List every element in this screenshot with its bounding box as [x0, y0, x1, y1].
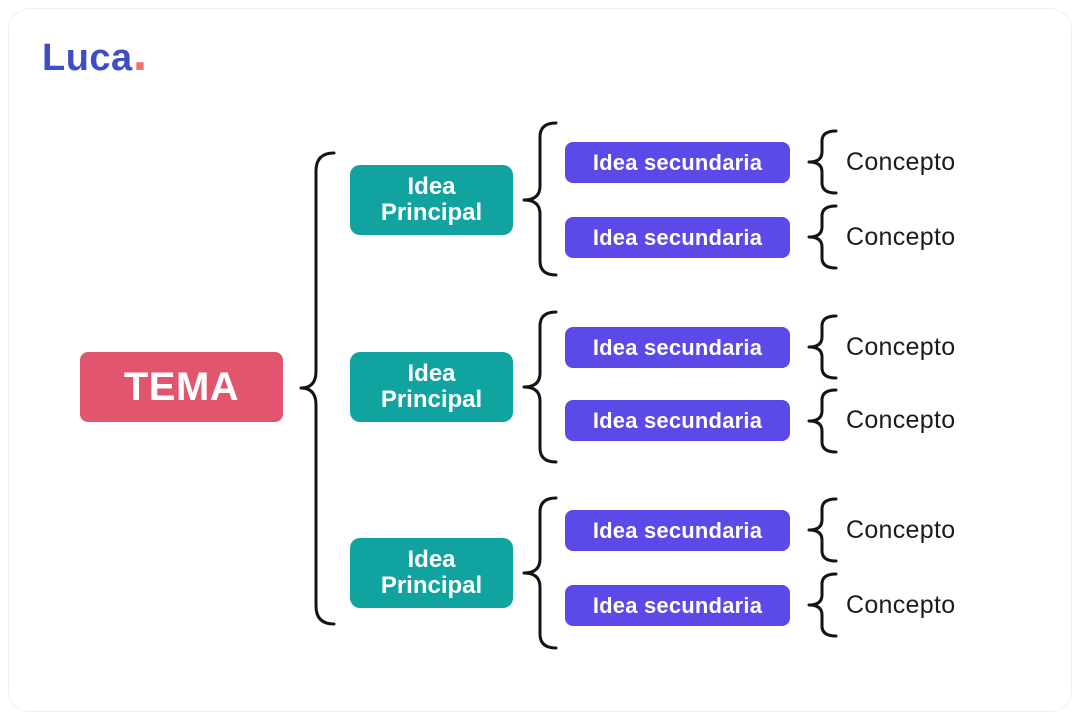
secondary-idea-node-3-1: Idea secundaria [565, 510, 790, 551]
brace-large [299, 151, 336, 626]
concept-label-3-2: Concepto [846, 591, 956, 619]
main-idea-node-3: Idea Principal [350, 538, 513, 608]
concept-label-1-1: Concepto [846, 148, 956, 176]
brace-medium-3 [522, 496, 558, 650]
concept-label-2-2: Concepto [846, 406, 956, 434]
brace-medium-2 [522, 310, 558, 464]
concept-label-3-1: Concepto [846, 516, 956, 544]
brand-logo-dot: . [132, 24, 148, 82]
brace-medium-1 [522, 121, 558, 277]
brace-small-2-1 [807, 314, 838, 380]
brace-small-3-2 [807, 572, 838, 638]
brace-small-1-1 [807, 129, 838, 195]
topic-node: TEMA [80, 352, 283, 422]
secondary-idea-node-1-1: Idea secundaria [565, 142, 790, 183]
secondary-idea-node-2-2: Idea secundaria [565, 400, 790, 441]
secondary-idea-node-2-1: Idea secundaria [565, 327, 790, 368]
secondary-idea-node-3-2: Idea secundaria [565, 585, 790, 626]
brace-small-3-1 [807, 497, 838, 563]
concept-label-2-1: Concepto [846, 333, 956, 361]
brace-small-2-2 [807, 388, 838, 454]
brand-logo: Luca. [42, 27, 148, 80]
brace-small-1-2 [807, 204, 838, 270]
secondary-idea-node-1-2: Idea secundaria [565, 217, 790, 258]
main-idea-node-1: Idea Principal [350, 165, 513, 235]
brand-logo-text: Luca [42, 37, 133, 79]
main-idea-node-2: Idea Principal [350, 352, 513, 422]
concept-label-1-2: Concepto [846, 223, 956, 251]
